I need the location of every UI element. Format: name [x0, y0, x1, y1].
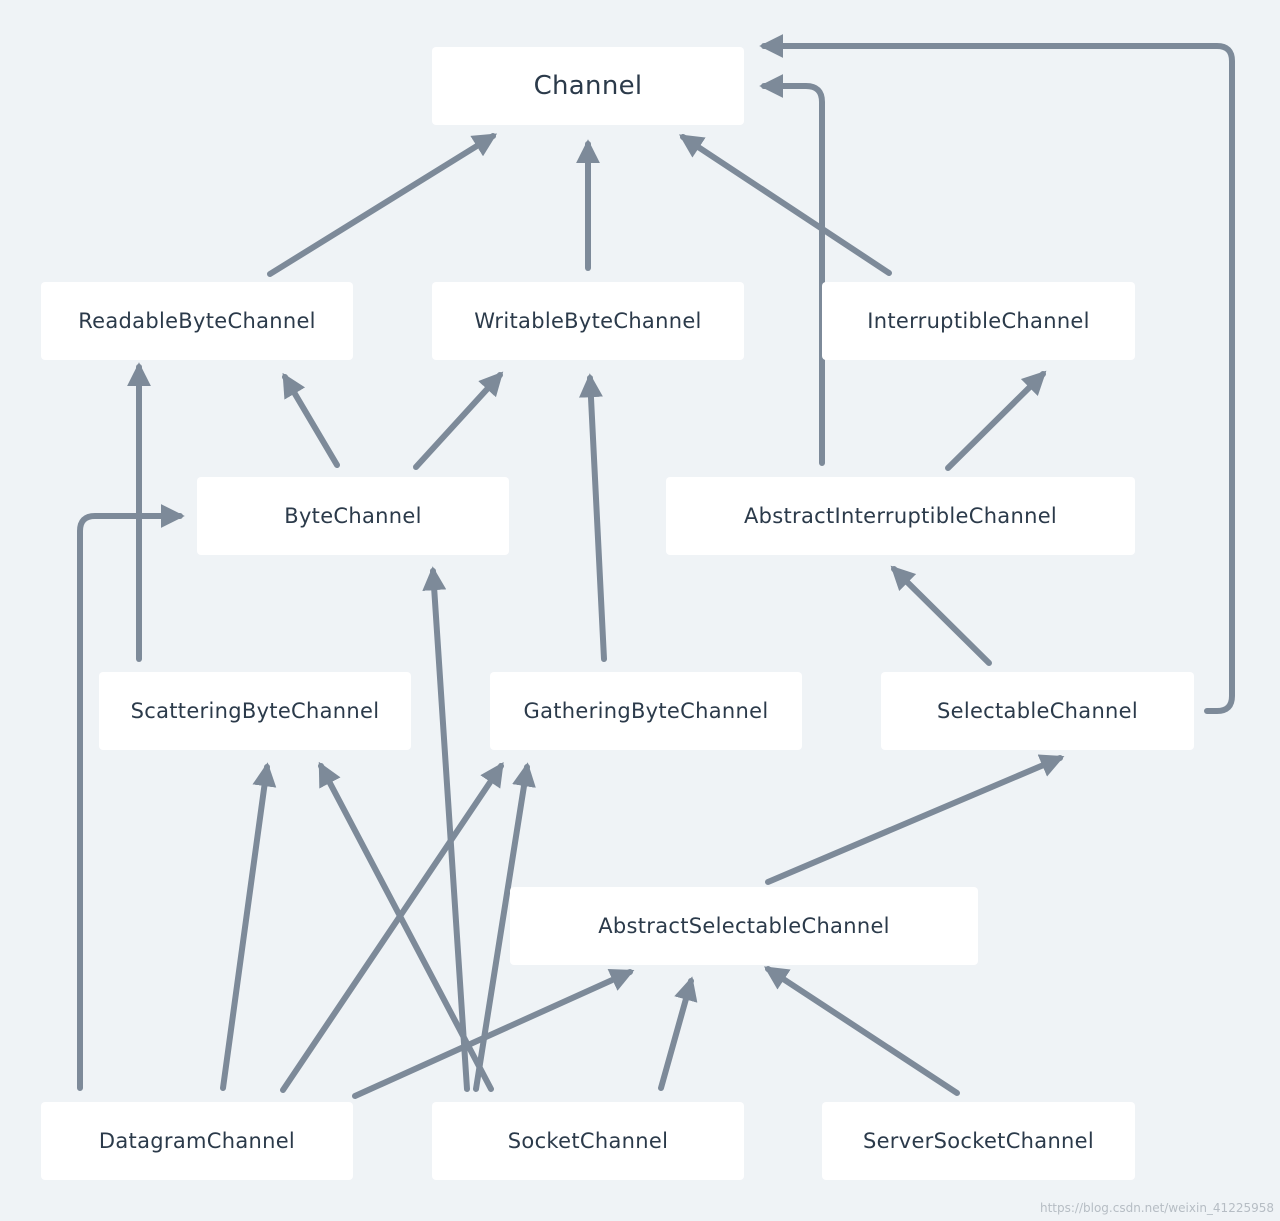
node-abstract-selectable-channel: AbstractSelectableChannel	[510, 887, 978, 965]
node-abstract-selectable-channel-label: AbstractSelectableChannel	[598, 914, 890, 938]
node-server-socket-channel: ServerSocketChannel	[822, 1102, 1135, 1180]
edge-abstract-interruptible-to-interruptible	[945, 370, 1047, 471]
edge-datagram-to-abstract-selectable	[352, 968, 635, 1099]
edge-gathering-to-writable	[578, 373, 607, 662]
node-scattering-byte-channel: ScatteringByteChannel	[99, 672, 411, 750]
edge-interruptible-to-channel	[678, 134, 892, 276]
edge-selectable-to-channel	[759, 34, 1235, 714]
node-gathering-byte-channel-label: GatheringByteChannel	[523, 699, 769, 723]
edge-datagram-to-scattering	[220, 762, 277, 1091]
node-scattering-byte-channel-label: ScatteringByteChannel	[130, 699, 380, 723]
node-gathering-byte-channel: GatheringByteChannel	[490, 672, 802, 750]
node-server-socket-channel-label: ServerSocketChannel	[862, 1129, 1095, 1153]
node-writable-byte-channel: WritableByteChannel	[432, 282, 744, 360]
edge-abstract-interruptible-to-channel	[759, 74, 825, 466]
node-abstract-interruptible-channel-label: AbstractInterruptibleChannel	[743, 504, 1058, 528]
node-interruptible-channel: InterruptibleChannel	[822, 282, 1135, 360]
node-socket-channel: SocketChannel	[432, 1102, 744, 1180]
node-datagram-channel: DatagramChannel	[41, 1102, 353, 1180]
edge-readable-to-channel	[267, 133, 498, 277]
node-abstract-interruptible-channel: AbstractInterruptibleChannel	[666, 477, 1135, 555]
edge-socket-to-scattering	[318, 761, 494, 1092]
edge-socket-to-gathering	[473, 762, 536, 1092]
node-channel-label: Channel	[533, 71, 643, 101]
node-readable-byte-channel: ReadableByteChannel	[41, 282, 353, 360]
node-interruptible-channel-label: InterruptibleChannel	[867, 309, 1090, 333]
node-socket-channel-label: SocketChannel	[507, 1129, 669, 1153]
node-byte-channel-label: ByteChannel	[284, 504, 422, 528]
edge-abstract-selectable-to-selectable	[765, 754, 1065, 885]
edge-datagram-to-gathering	[280, 762, 504, 1093]
edge-selectable-to-abstract-interruptible	[890, 565, 992, 666]
node-byte-channel: ByteChannel	[197, 477, 509, 555]
edge-byte-to-writable	[413, 371, 504, 470]
edge-socket-to-byte	[422, 566, 470, 1092]
node-selectable-channel: SelectableChannel	[881, 672, 1194, 750]
edge-socket-to-abstract-selectable	[658, 976, 698, 1091]
edge-byte-to-readable	[282, 372, 340, 468]
node-writable-byte-channel-label: WritableByteChannel	[474, 309, 702, 333]
node-readable-byte-channel-label: ReadableByteChannel	[78, 309, 316, 333]
node-datagram-channel-label: DatagramChannel	[98, 1129, 296, 1153]
node-channel: Channel	[432, 47, 744, 125]
edge-datagram-to-byte	[77, 504, 185, 1091]
node-selectable-channel-label: SelectableChannel	[936, 699, 1139, 723]
watermark-text: https://blog.csdn.net/weixin_41225958	[1039, 1201, 1274, 1215]
edge-server-socket-to-abstract-selectable	[763, 966, 960, 1096]
